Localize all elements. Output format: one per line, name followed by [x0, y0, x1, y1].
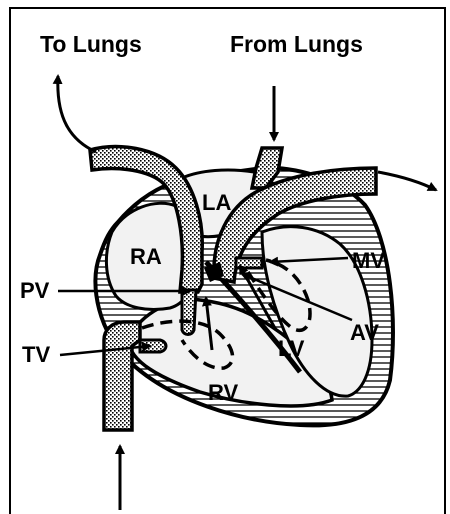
mv-label: MV — [352, 248, 385, 273]
to-lungs-label: To Lungs — [40, 31, 142, 57]
rv-label: RV — [208, 380, 238, 405]
la-label: LA — [202, 190, 231, 215]
from-lungs-label: From Lungs — [230, 31, 363, 57]
av-label: AV — [350, 320, 379, 345]
lv-label: LV — [278, 336, 305, 361]
tv-label: TV — [22, 342, 50, 367]
pv-label: PV — [20, 278, 50, 303]
pulmonary-valve-shape — [182, 290, 196, 335]
ra-label: RA — [130, 244, 162, 269]
